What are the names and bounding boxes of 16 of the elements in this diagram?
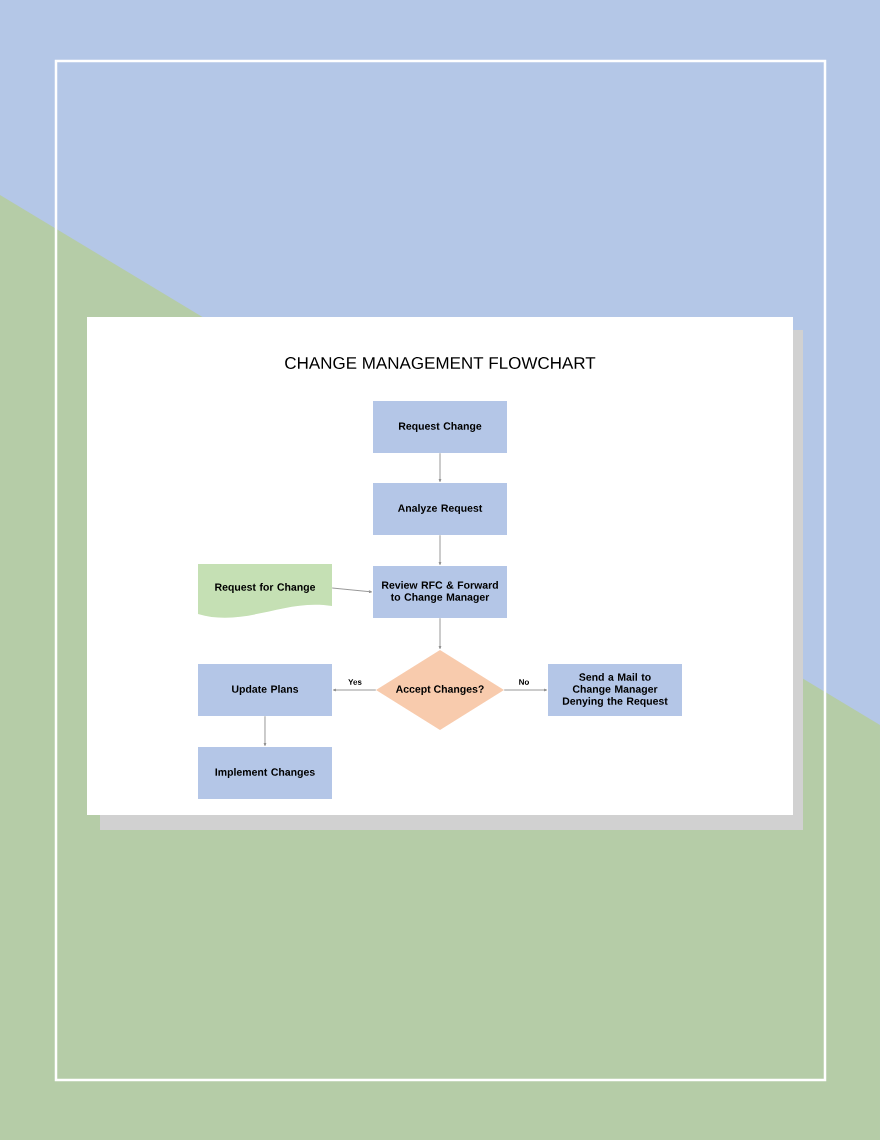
arrow bbox=[438, 617, 442, 650]
process-box: Update Plans bbox=[198, 664, 332, 716]
arrow bbox=[438, 534, 442, 566]
title: CHANGE MANAGEMENT FLOWCHART bbox=[285, 357, 596, 370]
edge-label: No bbox=[517, 678, 531, 686]
process-box: Implement Changes bbox=[198, 747, 332, 799]
edge-label: Yes bbox=[347, 678, 363, 686]
arrow bbox=[263, 715, 267, 746]
process-box: Review RFC & Forward to Change Manager bbox=[373, 566, 507, 618]
arrow bbox=[503, 688, 547, 692]
arrow bbox=[332, 688, 377, 692]
arrow bbox=[331, 587, 373, 593]
process-box: Request Change bbox=[373, 401, 507, 453]
process-box: Send a Mail to Change Manager Denying the Request bbox=[548, 664, 682, 716]
process-box: Analyze Request bbox=[373, 483, 507, 535]
arrow bbox=[438, 452, 442, 483]
